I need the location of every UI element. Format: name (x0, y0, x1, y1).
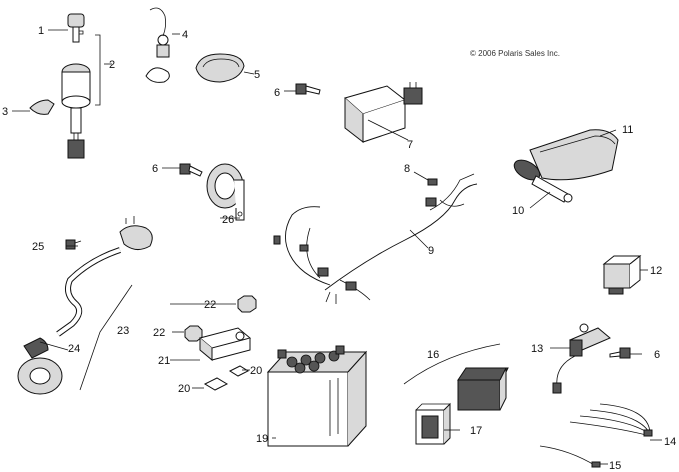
callout-5: 5 (254, 69, 260, 81)
callout-22-upper: 22 (204, 299, 216, 311)
ignition-switch (61, 63, 91, 159)
callout-6-middle: 6 (152, 163, 158, 175)
callout-11: 11 (622, 124, 633, 136)
callout-6-top: 6 (274, 87, 280, 99)
callout-12: 12 (650, 265, 662, 277)
callout-2: 2 (109, 59, 115, 71)
pad-20-a (203, 377, 229, 391)
fuse-holder (415, 402, 451, 445)
speed-sensor-assembly (56, 216, 153, 337)
callout-17: 17 (470, 425, 482, 437)
relay (602, 254, 642, 295)
callout-26: 26 (222, 214, 234, 226)
lamp-lens (195, 53, 245, 83)
callout-3: 3 (2, 106, 8, 118)
callout-15: 15 (609, 460, 621, 472)
pad-20-b (228, 365, 250, 377)
bracket-2 (95, 34, 101, 106)
taillight-cover (529, 129, 619, 181)
nut-lower (184, 325, 203, 342)
copyright-text: © 2006 Polaris Sales Inc. (470, 49, 560, 58)
callout-23: 23 (117, 325, 129, 337)
bolt-top (295, 83, 321, 95)
callout-6-right: 6 (654, 349, 660, 361)
callout-1: 1 (38, 25, 44, 37)
wiring-harness (273, 173, 478, 304)
bolt-25 (65, 239, 82, 250)
callout-25: 25 (32, 241, 44, 253)
flasher-unit (552, 323, 611, 394)
bolt-right (609, 347, 631, 359)
battery-bracket (198, 327, 252, 362)
callout-14: 14 (664, 436, 676, 448)
bracket-16 (403, 343, 501, 385)
cable-ties (569, 403, 653, 437)
taillight-socket (513, 159, 573, 203)
callout-9: 9 (428, 245, 434, 257)
callout-24: 24 (68, 343, 80, 355)
connector-8 (427, 178, 438, 186)
battery (266, 345, 368, 447)
horn (206, 163, 245, 221)
callout-numbers: 1 2 3 4 5 6 6 6 7 8 9 10 11 12 13 14 15 … (2, 25, 676, 472)
bolt-middle (179, 163, 203, 177)
callout-line-23 (79, 284, 133, 391)
leader-lines (12, 29, 662, 465)
callout-22-lower: 22 (153, 327, 165, 339)
ignition-key (67, 13, 85, 43)
callout-7: 7 (407, 139, 413, 151)
callout-19: 19 (256, 433, 268, 445)
switch-clip (29, 99, 55, 115)
callout-20-a: 20 (178, 383, 190, 395)
callout-8: 8 (404, 163, 410, 175)
magnet-rotor (17, 337, 63, 395)
bulb-socket (145, 7, 170, 83)
nut-upper (237, 295, 257, 313)
cdi-module (343, 82, 423, 144)
callout-4: 4 (182, 29, 188, 41)
callout-10: 10 (512, 205, 524, 217)
callout-16: 16 (427, 349, 439, 361)
cable-tie-15 (539, 445, 601, 468)
callout-13: 13 (531, 343, 543, 355)
callout-21: 21 (158, 355, 170, 367)
fuse-cover (457, 367, 509, 411)
callout-20-b: 20 (250, 365, 262, 377)
